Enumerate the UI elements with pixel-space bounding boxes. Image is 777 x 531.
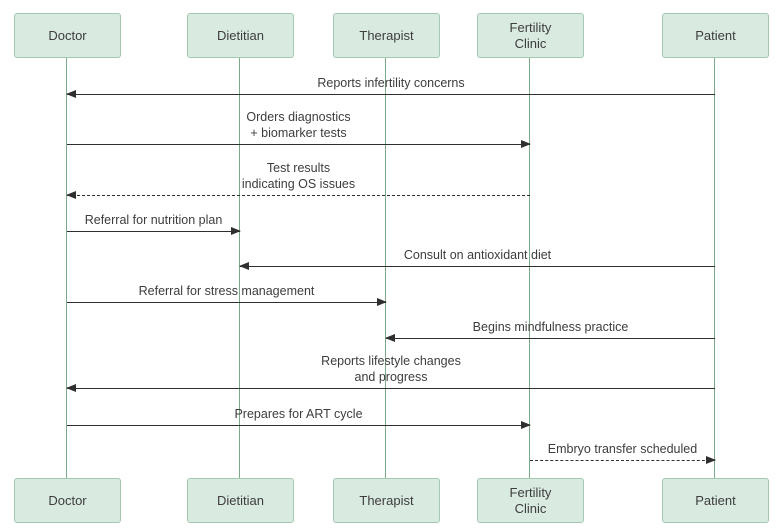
message-label: Referral for stress management bbox=[138, 283, 315, 298]
message-label: Test results indicating OS issues bbox=[241, 161, 356, 191]
actor-box-doctor-top: Doctor bbox=[14, 13, 121, 58]
arrowhead-icon bbox=[66, 384, 76, 392]
message-label: Reports infertility concerns bbox=[317, 75, 465, 90]
message-line bbox=[67, 94, 715, 95]
message-line bbox=[67, 231, 240, 232]
actor-label: Therapist bbox=[359, 27, 414, 43]
actor-box-dietitian-top: Dietitian bbox=[187, 13, 294, 58]
arrowhead-icon bbox=[706, 456, 716, 464]
arrowhead-icon bbox=[521, 140, 531, 148]
lifeline-patient bbox=[714, 58, 715, 478]
actor-box-therapist-top: Therapist bbox=[333, 13, 440, 58]
actor-label: Doctor bbox=[48, 492, 87, 508]
message-label: Reports lifestyle changes and progress bbox=[321, 354, 461, 384]
message-label: Embryo transfer scheduled bbox=[547, 441, 698, 456]
message-label: Referral for nutrition plan bbox=[84, 212, 223, 227]
arrowhead-icon bbox=[377, 298, 387, 306]
lifeline-doctor bbox=[66, 58, 67, 478]
arrowhead-icon bbox=[66, 90, 76, 98]
actor-box-fertility-clinic-bottom: Fertility Clinic bbox=[477, 478, 584, 523]
message-label: Consult on antioxidant diet bbox=[403, 247, 552, 262]
arrowhead-icon bbox=[521, 421, 531, 429]
message-line bbox=[530, 460, 715, 461]
message-label: Prepares for ART cycle bbox=[234, 406, 363, 421]
message-line bbox=[67, 425, 530, 426]
message-line bbox=[67, 388, 715, 389]
message-label: Orders diagnostics + biomarker tests bbox=[246, 110, 351, 140]
actor-box-therapist-bottom: Therapist bbox=[333, 478, 440, 523]
message-line bbox=[240, 266, 715, 267]
actor-label: Patient bbox=[695, 27, 736, 43]
lifeline-therapist bbox=[385, 58, 386, 478]
actor-label: Dietitian bbox=[217, 492, 264, 508]
actor-box-patient-top: Patient bbox=[662, 13, 769, 58]
actor-label: Fertility Clinic bbox=[509, 19, 552, 51]
actor-box-patient-bottom: Patient bbox=[662, 478, 769, 523]
actor-label: Doctor bbox=[48, 27, 87, 43]
actor-box-fertility-clinic-top: Fertility Clinic bbox=[477, 13, 584, 58]
actor-label: Dietitian bbox=[217, 27, 264, 43]
actor-box-dietitian-bottom: Dietitian bbox=[187, 478, 294, 523]
arrowhead-icon bbox=[239, 262, 249, 270]
actor-label: Patient bbox=[695, 492, 736, 508]
message-line bbox=[67, 144, 530, 145]
arrowhead-icon bbox=[66, 191, 76, 199]
message-line bbox=[67, 195, 530, 196]
actor-label: Therapist bbox=[359, 492, 414, 508]
actor-label: Fertility Clinic bbox=[509, 484, 552, 516]
lifeline-fertility-clinic bbox=[529, 58, 530, 478]
message-label: Begins mindfulness practice bbox=[472, 319, 629, 334]
arrowhead-icon bbox=[385, 334, 395, 342]
arrowhead-icon bbox=[231, 227, 241, 235]
actor-box-doctor-bottom: Doctor bbox=[14, 478, 121, 523]
message-line bbox=[386, 338, 715, 339]
message-line bbox=[67, 302, 386, 303]
